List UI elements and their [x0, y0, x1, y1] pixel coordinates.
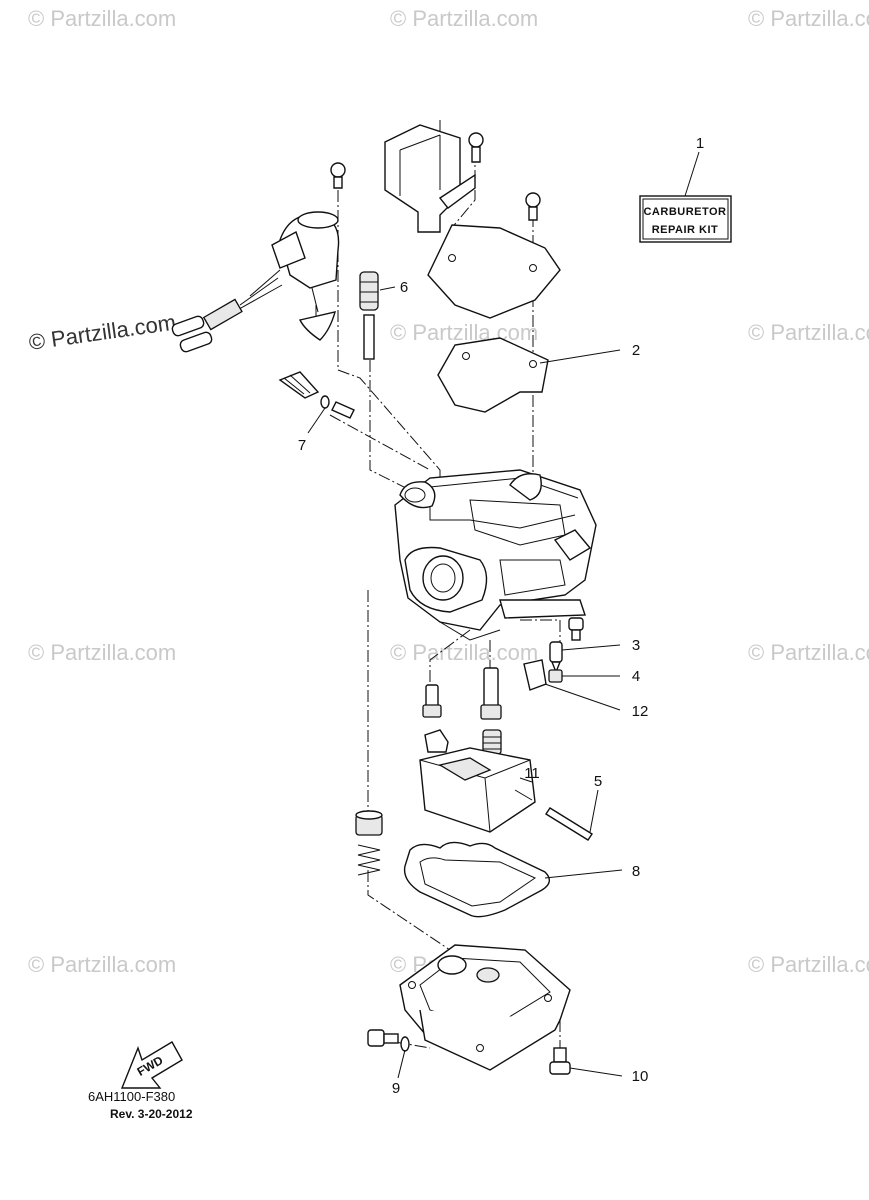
drain-screw [367, 1029, 399, 1047]
callouts: 1 2 3 4 5 6 7 8 9 10 11 12 [298, 135, 704, 1097]
watermark: © Partzilla.com [28, 952, 176, 977]
pilot-jet [422, 684, 442, 718]
float-chamber [399, 944, 571, 1071]
float-pin [545, 807, 593, 841]
needle-valve [549, 641, 563, 674]
callout-2: 2 [632, 342, 640, 359]
screw-icon [468, 132, 484, 163]
drain-spring [357, 844, 381, 876]
watermark: © Partzilla.com [28, 6, 176, 31]
valve-seat [548, 669, 563, 683]
callout-9: 9 [392, 1080, 400, 1097]
screw-icon [525, 192, 541, 221]
leader-lines [307, 151, 700, 1079]
watermark: © Partzilla.com [748, 6, 869, 31]
solenoid-valve [171, 211, 340, 353]
fwd-arrow-icon: FWD [120, 1041, 183, 1089]
watermark: © Partzilla.com [748, 952, 869, 977]
top-cover [384, 124, 476, 233]
kit-label-line1: CARBURETOR [643, 206, 726, 218]
callout-6: 6 [400, 279, 408, 296]
callout-8: 8 [632, 863, 640, 880]
drain-plug [355, 810, 383, 836]
cover-gasket-upper [427, 224, 561, 319]
watermark: © Partzilla.com [748, 320, 869, 345]
callout-10: 10 [632, 1068, 649, 1085]
pilot-screw [278, 371, 355, 419]
jet-spring [482, 729, 502, 755]
watermark: © Partzilla.com [390, 6, 538, 31]
watermark-featured: © Partzilla.com [27, 310, 177, 355]
float [419, 747, 536, 833]
kit-label-line2: REPAIR KIT [652, 224, 719, 236]
callout-1: 1 [696, 135, 704, 152]
callout-11: 11 [524, 765, 540, 782]
revision: Rev. 3-20-2012 [110, 1107, 193, 1121]
callout-4: 4 [632, 668, 640, 685]
float-chamber-gasket [403, 841, 550, 918]
part-code: 6AH1100-F380 [88, 1089, 175, 1104]
callout-7: 7 [298, 437, 306, 454]
watermark: © Partzilla.com [390, 320, 538, 345]
callout-12: 12 [632, 703, 649, 720]
cover-gasket-lower [437, 337, 549, 413]
screw-icon [330, 162, 346, 189]
repair-kit-label: CARBURETOR REPAIR KIT [639, 195, 732, 243]
carburetor-body [394, 469, 597, 641]
footer: 6AH1100-F380 Rev. 3-20-2012 [88, 1089, 193, 1121]
jet-cap [424, 729, 449, 753]
callout-3: 3 [632, 637, 640, 654]
watermark: © Partzilla.com [748, 640, 869, 665]
watermark: © Partzilla.com [28, 640, 176, 665]
chamber-screw [549, 1047, 571, 1075]
washer [400, 1036, 410, 1052]
screw-icon [568, 617, 584, 641]
emulsion-tube [480, 667, 502, 720]
callout-5: 5 [594, 773, 602, 790]
main-jet [359, 271, 379, 360]
watermark: © Partzilla.com [390, 640, 538, 665]
valve-clip [523, 659, 547, 691]
